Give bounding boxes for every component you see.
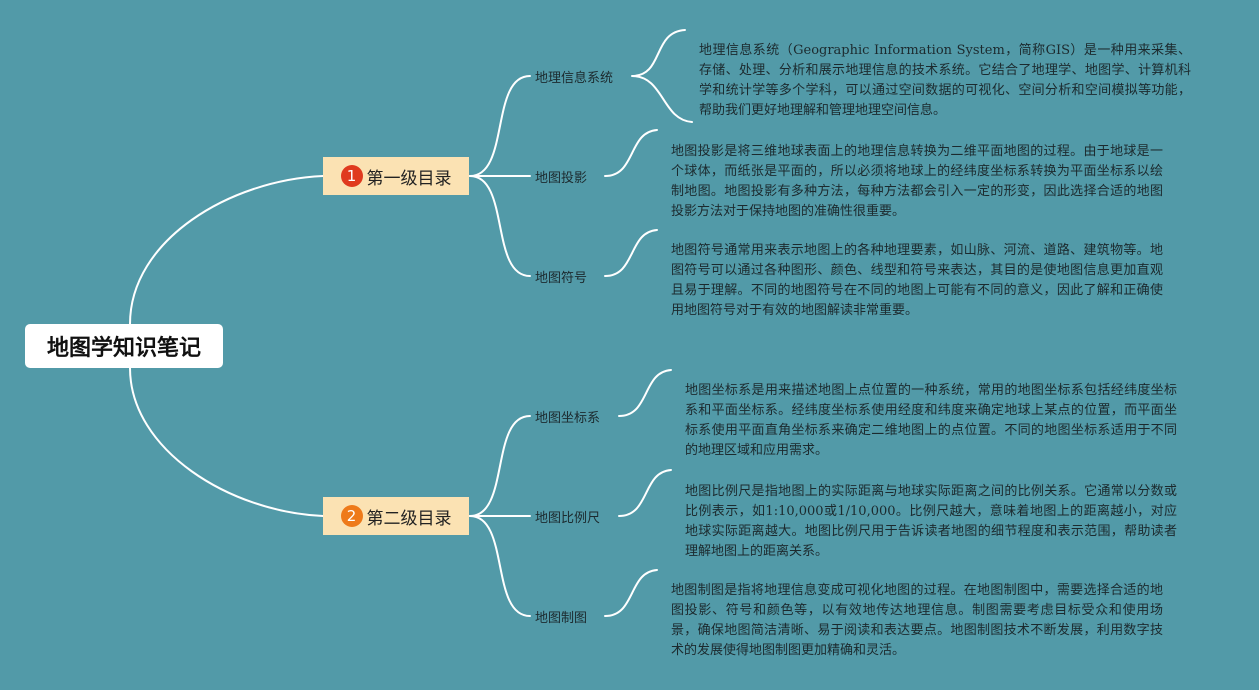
section-1-node[interactable]: 1 第一级目录 xyxy=(323,157,469,195)
description-map-coordinate-system: 地图坐标系是用来描述地图上点位置的一种系统，常用的地图坐标系包括经纬度坐标系和平… xyxy=(685,383,1177,458)
connector-c5-desc xyxy=(618,469,672,517)
number-badge-2: 2 xyxy=(340,505,363,527)
number-badge-1: 1 xyxy=(340,165,363,187)
root-topic[interactable]: 地图学知识笔记 xyxy=(25,324,223,368)
connector-c4-desc xyxy=(618,369,672,417)
connector-c3-desc xyxy=(604,229,658,277)
description-gis: 地理信息系统（Geographic Information System，简称G… xyxy=(699,43,1191,118)
connector-c6-desc xyxy=(604,569,658,617)
connector-root-section1 xyxy=(129,175,324,325)
description-map-symbols: 地图符号通常用来表示地图上的各种地理要素，如山脉、河流、道路、建筑物等。地图符号… xyxy=(671,243,1163,318)
connector-s2-c3 xyxy=(469,515,531,617)
subtopic-gis[interactable]: 地理信息系统 xyxy=(535,71,614,86)
description-map-scale: 地图比例尺是指地图上的实际距离与地球实际距离之间的比例关系。它通常以分数或比例表… xyxy=(685,484,1177,559)
connector-c2-desc xyxy=(604,129,658,177)
description-cartography: 地图制图是指将地理信息变成可视化地图的过程。在地图制图中，需要选择合适的地图投影… xyxy=(671,583,1163,658)
connector-s1-c3 xyxy=(469,175,531,277)
section-2-node[interactable]: 2 第二级目录 xyxy=(323,497,469,535)
connector-s2-c1 xyxy=(469,415,531,517)
subtopic-cartography[interactable]: 地图制图 xyxy=(535,611,588,626)
section-1-label: 第一级目录 xyxy=(366,168,452,189)
description-map-projection: 地图投影是将三维地球表面上的地理信息转换为二维平面地图的过程。由于地球是一个球体… xyxy=(671,144,1163,219)
subtopic-map-symbols[interactable]: 地图符号 xyxy=(535,271,588,286)
connector-s1-c1 xyxy=(469,75,531,177)
subtopic-map-scale[interactable]: 地图比例尺 xyxy=(535,511,601,526)
subtopic-map-coordinate-system[interactable]: 地图坐标系 xyxy=(535,411,601,426)
connector-c1-desc xyxy=(631,29,693,123)
connector-root-section2 xyxy=(129,367,324,517)
subtopic-map-projection[interactable]: 地图投影 xyxy=(535,171,588,186)
section-2-label: 第二级目录 xyxy=(366,508,452,529)
